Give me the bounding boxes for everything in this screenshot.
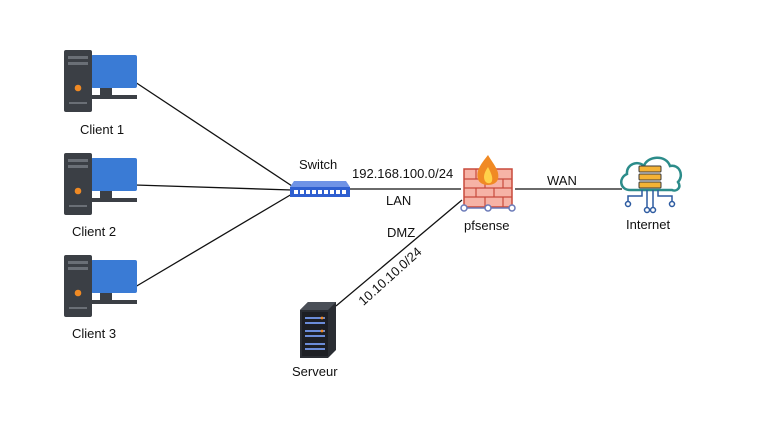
pfsense-label: pfsense [464,218,510,233]
link-client2-switch [134,184,293,191]
client2-label: Client 2 [72,224,117,239]
desktop-computer-icon [64,50,137,112]
switch-label: Switch [299,157,338,172]
client1-label: Client 1 [80,122,125,137]
server-rack-icon [300,302,336,358]
wan-label: WAN [547,173,577,188]
lan-subnet-label: 192.168.100.0/24 [352,166,454,181]
firewall-icon [460,155,516,212]
desktop-computer-icon [64,255,137,317]
network-switch-icon [290,181,350,197]
link-client1-switch [134,81,293,187]
connection-lines [134,81,622,307]
cloud-server-icon [620,156,682,214]
link-pfsense-server [335,199,463,307]
internet-label: Internet [626,217,671,232]
dmz-label: DMZ [387,225,416,240]
link-client3-switch [134,193,293,288]
client3-label: Client 3 [72,326,117,341]
server-label: Serveur [292,364,338,379]
desktop-computer-icon [64,153,137,215]
lan-label: LAN [386,193,412,208]
